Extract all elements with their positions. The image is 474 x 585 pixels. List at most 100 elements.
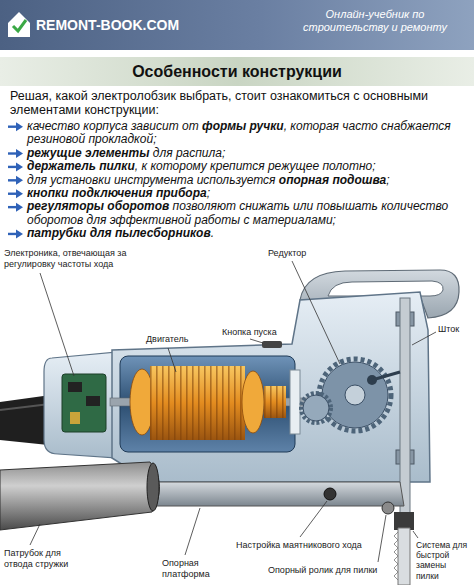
bullet-item: для установки инструмента используется оп…	[27, 174, 469, 187]
bullet-arrow	[16, 229, 23, 238]
motor	[290, 370, 300, 434]
bullet-arrow	[8, 162, 23, 171]
gearbox	[303, 395, 329, 421]
logo-icon	[13, 20, 26, 31]
bullet-keyword: режущие элементы	[27, 146, 149, 160]
electronics-board	[62, 374, 106, 432]
leader-line	[300, 501, 327, 537]
leader-line	[250, 339, 263, 343]
leader-line	[30, 524, 40, 545]
bullet-arrow	[16, 149, 23, 158]
dust-nozzle	[147, 463, 159, 511]
part-label: Настройка маятникового хода	[236, 540, 362, 551]
bullet-arrow	[16, 176, 23, 185]
motor	[150, 366, 245, 440]
housing	[44, 270, 459, 482]
gearbox	[301, 393, 331, 423]
electronics-board	[68, 382, 82, 392]
base-platform	[146, 482, 404, 514]
housing	[44, 352, 118, 458]
bullet-item: регуляторы оборотовпозволяют снижать или…	[27, 200, 469, 227]
bullet-text: для распила;	[153, 146, 226, 160]
blade	[394, 532, 398, 580]
bullet-arrow	[16, 162, 23, 171]
bullet-item: кнопки подключения прибора;	[27, 187, 469, 200]
motor	[120, 356, 295, 452]
bullet-keyword: кнопки подключения прибора	[27, 186, 207, 200]
leader-line	[413, 531, 418, 538]
bullet-keyword: держатель пилки	[27, 159, 135, 173]
bullet-text: для установки инструмента используется	[27, 173, 275, 187]
title-band: Особенности конструкции	[0, 57, 474, 86]
leader-line	[292, 261, 340, 364]
motor	[264, 386, 286, 418]
bullet-text: .	[211, 226, 214, 240]
bullet-arrow	[16, 189, 23, 198]
motor	[110, 356, 310, 452]
dust-nozzle	[0, 462, 160, 530]
gearbox	[322, 362, 388, 428]
gearbox	[319, 359, 391, 431]
leader-line	[30, 261, 436, 562]
bullet-arrow	[8, 122, 23, 131]
bullet-item: держатель пилки, к которому крепится реж…	[27, 160, 469, 173]
site-tagline: Онлайн-учебник по строительству и ремонт…	[282, 8, 468, 34]
part-label: Электроника, отвечающая за регулировку ч…	[4, 248, 138, 270]
gearbox	[345, 385, 365, 405]
blade	[394, 512, 414, 585]
bullet-item: качество корпуса зависит отформы ручки, …	[27, 120, 469, 147]
bullet-text: качество корпуса зависит от	[27, 119, 199, 133]
part-label: Кнопка пуска	[222, 327, 277, 338]
bullet-item: режущие элементы для распила;	[27, 147, 469, 160]
bullet-arrow	[8, 189, 23, 198]
bullet-text: ;	[207, 186, 210, 200]
site-logo-text: REMONT-BOOK.COM	[36, 17, 236, 34]
base-platform	[382, 502, 394, 514]
start-button	[262, 341, 282, 348]
part-label: Опорный ролик для пилки	[268, 565, 377, 576]
intro-text: Решая, какой электролобзик выбрать, стои…	[10, 89, 468, 117]
base-platform	[324, 488, 336, 500]
bullet-text: ;	[386, 173, 389, 187]
leader-line	[185, 508, 200, 555]
bullet-arrow	[8, 203, 23, 212]
title: Особенности конструкции	[0, 57, 474, 86]
blade	[398, 528, 410, 585]
bullet-arrow	[16, 203, 23, 212]
part-label: Шток	[438, 324, 459, 335]
bullet-arrow	[8, 229, 23, 238]
bullet-arrow	[8, 149, 23, 158]
housing	[112, 292, 430, 482]
logo-icon	[8, 12, 30, 37]
bullet-arrow	[16, 122, 23, 131]
bullet-list: качество корпуса зависит отформы ручки, …	[27, 120, 469, 241]
start-button	[262, 341, 282, 348]
logo-icon	[6, 9, 32, 39]
header-band: REMONT-BOOK.COM Онлайн-учебник по строите…	[0, 0, 474, 50]
stroke-rod	[372, 372, 400, 380]
dust-nozzle	[0, 462, 160, 530]
electronics-board	[70, 412, 80, 424]
bullet-keyword: патрубки для пылесборников	[27, 226, 211, 240]
bullet-arrow	[8, 176, 23, 185]
blade	[394, 512, 414, 530]
gearbox	[301, 312, 414, 464]
part-label: Двигатель	[146, 334, 188, 345]
part-label: Редуктор	[268, 248, 306, 259]
motor	[150, 366, 245, 440]
leader-line	[40, 273, 74, 376]
part-label: Опорная платформа	[162, 558, 226, 580]
motor	[242, 371, 264, 433]
part-label: Система для быстрой замены пилки	[416, 540, 470, 581]
electronics-board	[62, 374, 106, 432]
bullet-keyword: регуляторы оборотов	[27, 199, 169, 213]
base-platform	[146, 482, 404, 506]
bullet-text: , к которому крепится режущее полотно;	[135, 159, 376, 173]
bullet-keyword: опорная подошва	[279, 173, 386, 187]
leader-line	[168, 348, 176, 372]
motor	[264, 386, 286, 418]
leader-line	[378, 515, 386, 562]
